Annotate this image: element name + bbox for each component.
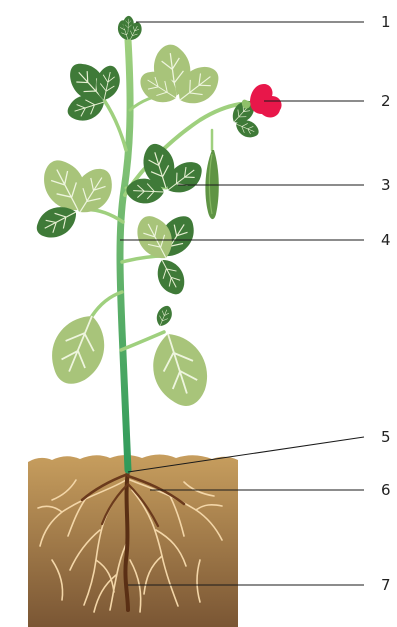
callout-numbers: 1 2 3 4 5 6 7	[381, 13, 391, 594]
callout-4: 4	[381, 231, 391, 249]
callout-2: 2	[381, 92, 391, 110]
callout-6: 6	[381, 481, 391, 499]
callout-7: 7	[381, 576, 391, 594]
callout-1: 1	[381, 13, 391, 31]
leaves	[31, 42, 261, 414]
leader-line-5	[128, 437, 364, 472]
callout-3: 3	[381, 176, 391, 194]
callout-5: 5	[381, 428, 391, 446]
top-shoot	[115, 16, 144, 43]
